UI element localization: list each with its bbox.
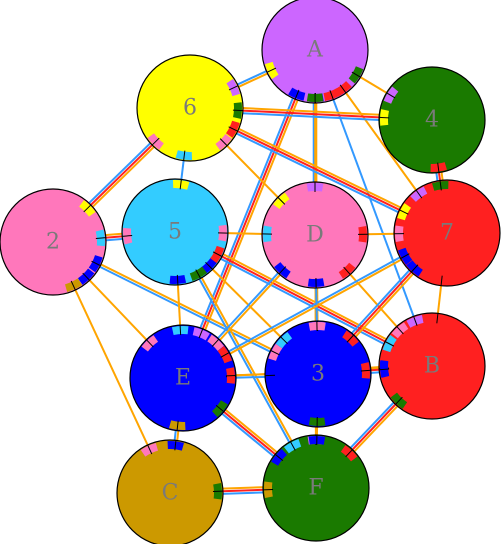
port-tick <box>205 261 213 270</box>
port-tick <box>228 85 239 91</box>
port-tick <box>270 349 280 356</box>
port-tick <box>437 162 440 173</box>
node-circle <box>116 439 224 544</box>
node-B[interactable]: B <box>378 312 486 420</box>
node-circle <box>378 312 486 420</box>
port-tick <box>122 235 133 237</box>
port-tick <box>345 449 353 458</box>
node-circle <box>121 178 229 286</box>
port-tick <box>413 316 418 326</box>
node-label: B <box>424 354 440 379</box>
port-tick <box>339 84 347 94</box>
port-tick <box>329 90 334 100</box>
node-6[interactable]: 6 <box>136 54 244 162</box>
node-label: 3 <box>311 362 325 387</box>
port-tick <box>82 272 90 281</box>
node-5[interactable]: 5 <box>121 178 229 286</box>
edge-strand <box>314 49 433 367</box>
port-tick <box>439 180 442 191</box>
port-tick <box>266 67 277 73</box>
port-tick <box>343 266 351 275</box>
node-circle <box>129 324 237 432</box>
port-tick <box>179 179 182 190</box>
port-tick <box>198 328 204 339</box>
port-tick <box>294 89 300 100</box>
port-tick <box>384 341 395 347</box>
port-tick <box>289 441 296 451</box>
port-tick <box>70 280 76 291</box>
node-label: E <box>175 366 191 391</box>
port-tick <box>274 453 284 461</box>
port-tick <box>176 274 179 285</box>
port-tick <box>211 338 220 347</box>
port-tick <box>346 334 355 343</box>
node-label: 5 <box>168 220 182 245</box>
node-3[interactable]: 3 <box>264 320 372 428</box>
node-label: 4 <box>425 108 439 133</box>
port-tick <box>395 396 403 405</box>
port-tick <box>410 264 419 273</box>
node-E[interactable]: E <box>129 324 237 432</box>
edge-A-E <box>179 48 319 380</box>
node-label: C <box>162 481 179 506</box>
port-tick <box>278 266 287 275</box>
node-label: 2 <box>46 230 60 255</box>
port-tick <box>212 251 223 257</box>
port-tick <box>91 260 101 267</box>
port-tick <box>151 137 160 146</box>
node-circle <box>393 179 501 287</box>
node-label: D <box>306 223 324 248</box>
node-label: F <box>308 476 323 501</box>
port-tick <box>176 420 179 431</box>
port-tick <box>379 368 390 371</box>
node-C[interactable]: C <box>116 439 224 544</box>
port-tick <box>83 204 92 213</box>
port-tick <box>219 138 228 147</box>
port-tick <box>440 275 443 286</box>
node-circle <box>378 66 486 174</box>
node-F[interactable]: F <box>262 434 370 542</box>
port-tick <box>220 352 230 358</box>
port-tick <box>195 269 202 279</box>
port-tick <box>95 237 106 239</box>
port-tick <box>277 196 286 205</box>
node-label: 6 <box>183 96 197 121</box>
port-tick <box>280 336 288 345</box>
port-tick <box>399 209 409 215</box>
port-tick <box>183 150 186 161</box>
edge-A-B <box>314 49 433 367</box>
node-2[interactable]: 2 <box>0 188 107 296</box>
port-tick <box>386 92 396 99</box>
node-4[interactable]: 4 <box>378 66 486 174</box>
port-tick <box>146 339 154 348</box>
node-label: A <box>306 38 324 63</box>
port-tick <box>396 326 404 335</box>
edge-strand <box>184 50 319 380</box>
port-tick <box>351 71 361 78</box>
node-A[interactable]: A <box>261 0 369 104</box>
port-tick <box>415 189 423 199</box>
node-circle <box>136 54 244 162</box>
node-circle <box>0 188 107 296</box>
port-tick <box>360 369 371 372</box>
port-tick <box>436 313 439 324</box>
port-tick <box>215 405 225 413</box>
port-tick <box>147 444 153 455</box>
edge-strand <box>182 49 316 379</box>
port-tick <box>174 440 177 451</box>
port-tick <box>228 126 238 132</box>
node-7[interactable]: 7 <box>393 179 501 287</box>
node-label: 7 <box>440 221 454 246</box>
port-tick <box>179 325 182 336</box>
edge-strand <box>179 48 314 378</box>
port-tick <box>400 253 410 259</box>
node-D[interactable]: D <box>261 181 369 289</box>
